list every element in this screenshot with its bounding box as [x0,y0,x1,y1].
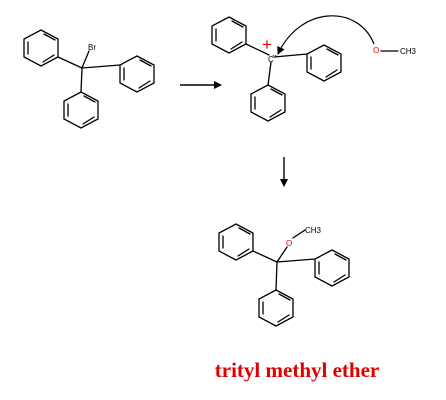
carbocation-label: C [268,55,274,64]
trityl-methyl-ether: O CH3 [218,223,350,327]
phenyl-ring [250,84,286,122]
phenyl-ring [314,249,350,287]
methoxide-nucleophile: O CH3 [373,46,417,56]
phenyl-ring [63,91,99,129]
lone-pair-dots: .. [272,48,277,58]
bond-line [80,67,83,93]
product-caption: trityl methyl ether [215,358,379,382]
bond-line [81,50,90,69]
bond-line [252,250,278,263]
oxygen-label: O [286,239,292,248]
electron-flow-arrow [277,15,375,55]
positive-charge: + [262,35,272,54]
trityl-cation: + C .. [211,16,342,122]
bond-line [273,53,308,58]
bond-line [57,56,83,69]
bond-line [275,261,278,291]
phenyl-ring [258,289,294,327]
phenyl-ring [306,44,342,82]
phenyl-ring [23,29,59,67]
phenyl-ring [119,55,155,93]
methyl-label: CH3 [305,226,322,235]
bond-line [276,246,288,263]
bond-line [292,229,306,239]
bromine-label: Br [88,43,96,52]
bond-line [267,61,272,86]
phenyl-ring [218,223,254,261]
phenyl-ring [211,16,247,54]
bond-line [245,43,270,56]
bond-line [276,258,316,263]
bond-line [81,64,121,69]
trityl-bromide: Br [23,29,155,129]
oxygen-label: O [373,46,379,55]
methyl-label: CH3 [400,47,417,56]
